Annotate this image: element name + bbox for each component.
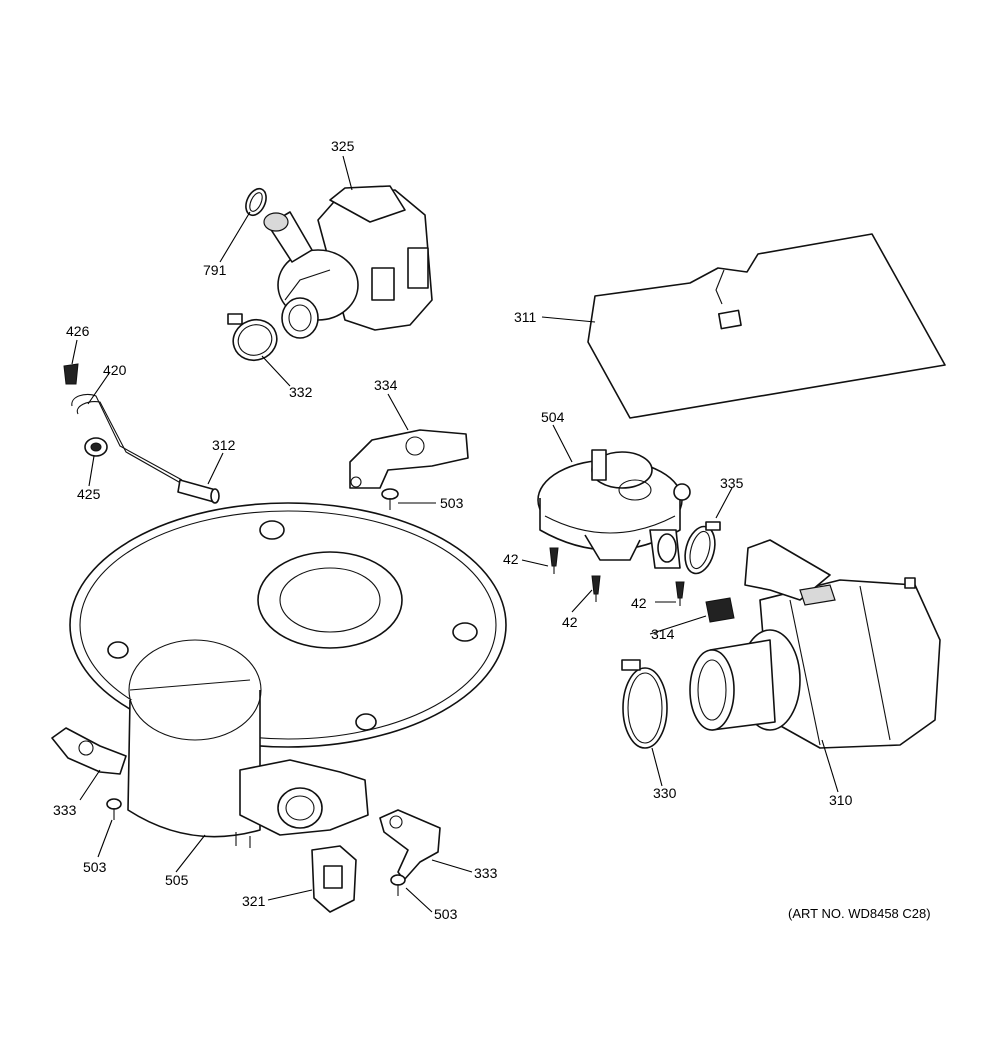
label-42[interactable]: 42 [503, 551, 519, 567]
label-425[interactable]: 425 [77, 486, 101, 502]
art-number: (ART NO. WD8458 C28) [788, 906, 931, 921]
part-335-clamp [684, 521, 721, 575]
label-503[interactable]: 503 [434, 906, 458, 922]
part-314-pad [705, 597, 735, 623]
part-311-sheet [587, 233, 946, 419]
part-504-manifold [537, 449, 691, 569]
label-42[interactable]: 42 [631, 595, 647, 611]
label-334[interactable]: 334 [374, 377, 398, 393]
label-504[interactable]: 504 [541, 409, 565, 425]
label-333[interactable]: 333 [474, 865, 498, 881]
part-42-screws [549, 547, 685, 606]
label-321[interactable]: 321 [242, 893, 266, 909]
label-42[interactable]: 42 [562, 614, 578, 630]
label-332[interactable]: 332 [289, 384, 313, 400]
label-505[interactable]: 505 [165, 872, 189, 888]
part-426-screw [63, 363, 79, 385]
label-312[interactable]: 312 [212, 437, 236, 453]
label-311[interactable]: 311 [514, 309, 537, 325]
part-333-bracket-a [51, 727, 127, 775]
label-503[interactable]: 503 [440, 495, 464, 511]
part-321-sensor [311, 845, 357, 913]
part-503-screw-c [390, 874, 406, 896]
part-332-clamp [227, 313, 278, 362]
part-425-grommet [84, 437, 108, 457]
part-334-bracket [349, 429, 469, 489]
part-333-bracket-b [379, 809, 441, 881]
part-310-circulation-pump [689, 539, 941, 749]
label-314[interactable]: 314 [651, 626, 675, 642]
label-330[interactable]: 330 [653, 785, 677, 801]
label-420[interactable]: 420 [103, 362, 127, 378]
part-503-screw-b [106, 798, 122, 820]
part-420-rod [71, 393, 187, 487]
label-426[interactable]: 426 [66, 323, 90, 339]
part-312-tube [177, 479, 220, 504]
leader-lines [71, 155, 839, 913]
part-505-sump-housing [69, 502, 507, 848]
label-791[interactable]: 791 [203, 262, 227, 278]
label-335[interactable]: 335 [720, 475, 744, 491]
label-503[interactable]: 503 [83, 859, 107, 875]
label-325[interactable]: 325 [331, 138, 355, 154]
part-503-screw-a [381, 488, 399, 510]
part-791-clamp [245, 187, 267, 217]
label-310[interactable]: 310 [829, 792, 853, 808]
part-325-drain-pump [263, 185, 433, 339]
part-330-clamp [621, 659, 668, 749]
label-333[interactable]: 333 [53, 802, 77, 818]
